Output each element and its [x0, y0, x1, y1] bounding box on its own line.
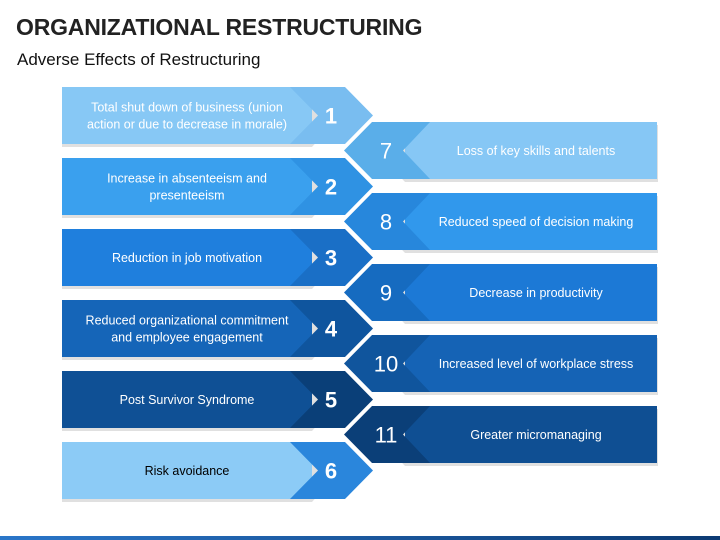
chevron-tip	[290, 87, 373, 144]
effect-bar	[405, 406, 657, 463]
right-effect-item: Decrease in productivity 9	[344, 264, 658, 324]
chevron-tip	[290, 300, 373, 357]
chevron-tip	[344, 264, 430, 321]
effect-bar	[62, 229, 312, 286]
chevron-tip	[344, 122, 430, 179]
effect-label: Post Survivor Syndrome	[120, 393, 255, 407]
left-effect-item: Post Survivor Syndrome 5	[62, 371, 373, 431]
effect-label: Greater micromanaging	[470, 428, 601, 442]
effect-number: 6	[325, 459, 337, 484]
effect-label: Risk avoidance	[145, 464, 230, 478]
chevron-tip	[290, 158, 373, 215]
right-effect-item: Increased level of workplace stress 10	[344, 335, 658, 395]
left-effect-item: Reduction in job motivation 3	[62, 229, 373, 289]
effect-number: 9	[380, 281, 392, 306]
effect-label: Loss of key skills and talents	[457, 144, 615, 158]
right-effect-item: Reduced speed of decision making 8	[344, 193, 658, 253]
effect-label: Total shut down of business (union	[91, 101, 283, 115]
effect-label: Reduced organizational commitment	[86, 314, 289, 328]
chevron-tip	[344, 335, 430, 392]
effect-number: 2	[325, 175, 337, 200]
effect-number: 7	[380, 139, 392, 164]
effect-label: action or due to decrease in morale)	[87, 118, 287, 132]
chevron-tip	[290, 442, 373, 499]
effect-number: 10	[374, 352, 398, 377]
effect-number: 4	[325, 317, 338, 342]
effect-label: Increased level of workplace stress	[439, 357, 634, 371]
right-effect-item: Greater micromanaging 11	[344, 406, 658, 466]
left-effect-item: Risk avoidance 6	[62, 442, 373, 502]
effect-label: presenteeism	[149, 189, 224, 203]
effect-number: 3	[325, 246, 337, 271]
page-subtitle: Adverse Effects of Restructuring	[17, 50, 261, 69]
effect-bar	[405, 335, 657, 392]
effect-label: Decrease in productivity	[469, 286, 603, 300]
chevron-tip	[344, 406, 430, 463]
page-title: ORGANIZATIONAL RESTRUCTURING	[16, 14, 423, 40]
chevron-tip	[344, 193, 430, 250]
chevron-tip	[290, 371, 373, 428]
left-effect-item: Total shut down of business (union action…	[62, 87, 373, 147]
chevron-tip	[290, 229, 373, 286]
effect-number: 11	[375, 423, 398, 448]
effect-label: Reduced speed of decision making	[439, 215, 634, 229]
effect-number: 1	[325, 104, 337, 129]
effect-bar	[62, 300, 312, 357]
effect-bar	[405, 264, 657, 321]
effect-bar	[405, 193, 657, 250]
left-effect-item: Increase in absenteeism and presenteeism 2	[62, 158, 373, 218]
right-effect-item: Loss of key skills and talents 7	[344, 122, 658, 182]
effect-label: Reduction in job motivation	[112, 251, 262, 265]
footer-accent-bar	[0, 536, 720, 540]
effect-number: 8	[380, 210, 392, 235]
effect-bar	[62, 87, 312, 144]
effect-label: and employee engagement	[111, 331, 263, 345]
effect-bar	[405, 122, 657, 179]
left-effect-item: Reduced organizational commitment and emp…	[62, 300, 373, 360]
effect-bar	[62, 371, 312, 428]
effect-number: 5	[325, 388, 337, 413]
effect-bar	[62, 158, 312, 215]
effect-bar	[62, 442, 312, 499]
effect-label: Increase in absenteeism and	[107, 172, 267, 186]
